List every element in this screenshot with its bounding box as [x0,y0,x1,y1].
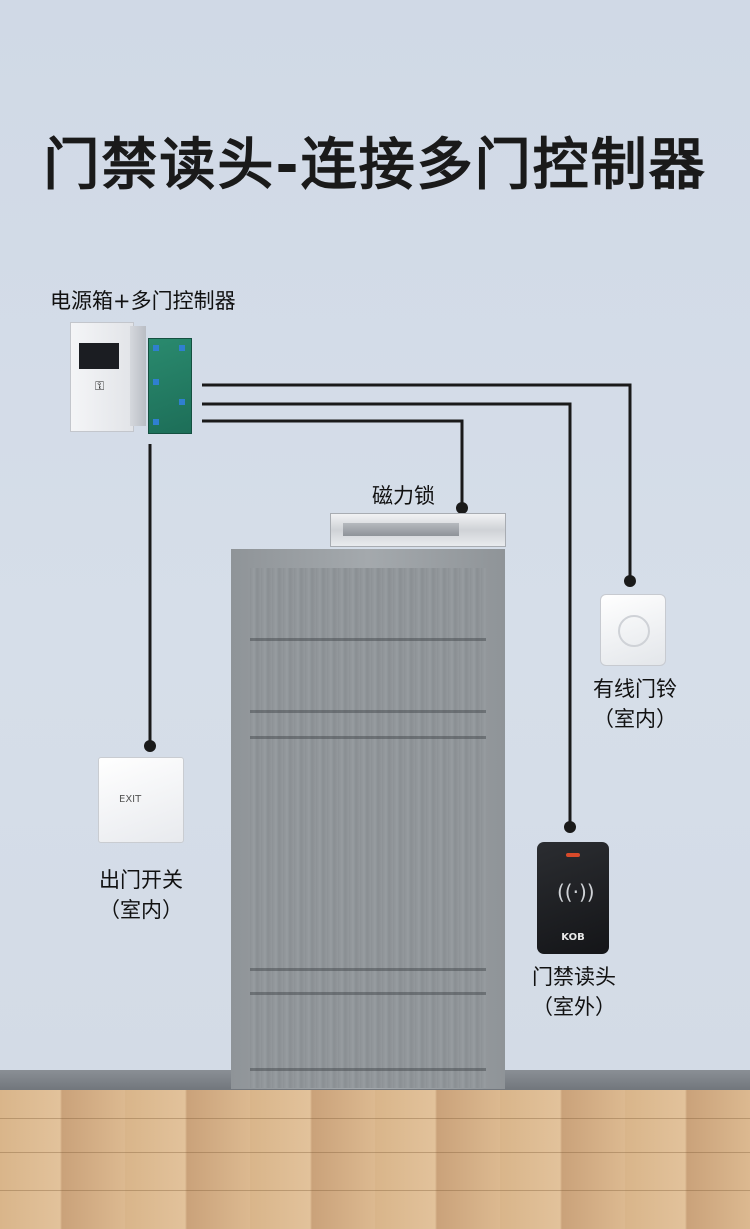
controller-label: 电源箱+多门控制器 [50,289,236,313]
doorbell-label: 有线门铃 （室内） [560,674,710,734]
wire-end-maglock [456,502,468,514]
exit-switch-text: EXIT [119,794,142,805]
reader-brand: KOB [561,932,585,943]
key-icon: ⚿ [95,379,105,393]
power-box-screen [79,343,119,369]
reader-label-name: 门禁读头 [532,965,616,989]
doorbell-label-location: （室内） [593,707,677,731]
reader-led [566,853,580,857]
reader-label-location: （室外） [532,995,616,1019]
wire-reader [202,402,572,826]
wire-end-exit-switch [144,740,156,752]
page-title: 门禁读头-连接多门控制器 [43,133,707,198]
exit-switch-label-location: （室内） [99,898,183,922]
maglock-label: 磁力锁 [372,484,435,508]
reader-label: 门禁读头 （室外） [499,962,649,1022]
magnetic-lock-core [343,523,459,536]
wired-doorbell [600,594,666,666]
magnetic-lock [330,513,506,547]
door [250,568,486,1088]
exit-switch-label: 出门开关 （室内） [66,865,216,925]
wire-end-reader [564,821,576,833]
exit-switch: EXIT [98,757,184,843]
wire-end-doorbell [624,575,636,587]
card-reader: ((·)) KOB [537,842,609,954]
exit-switch-label-name: 出门开关 [99,868,183,892]
wood-floor [0,1090,750,1229]
wire-doorbell [202,383,632,580]
power-box-side [130,326,146,426]
rfid-wave-icon: ((·)) [557,880,595,904]
controller-board [148,338,192,434]
doorbell-label-name: 有线门铃 [593,677,677,701]
doorbell-speaker [618,615,650,647]
wire-maglock [202,419,464,507]
